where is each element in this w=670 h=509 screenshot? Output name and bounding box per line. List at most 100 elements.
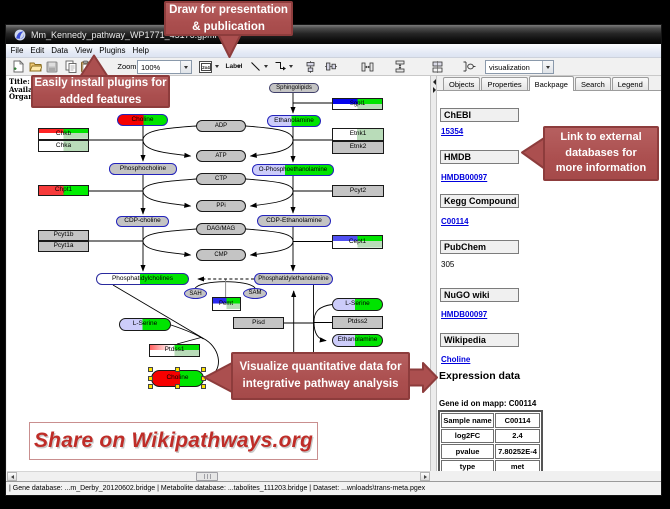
tab-legend[interactable]: Legend bbox=[611, 77, 649, 90]
pathway-node-chkb[interactable]: Chkb bbox=[38, 128, 89, 140]
pathway-node-l-serine[interactable]: L-Serine bbox=[332, 298, 383, 311]
pathway-node-ptdss1[interactable]: Ptdss1 bbox=[149, 344, 200, 357]
tab-search[interactable]: Search bbox=[574, 77, 611, 90]
splitpane-divider[interactable] bbox=[430, 76, 437, 471]
pathway-node-sgpl1[interactable]: Sgpl1 bbox=[332, 97, 383, 110]
scrollbar-thumb[interactable] bbox=[196, 472, 218, 481]
pathway-node-phosphocholine[interactable]: Phosphocholine bbox=[109, 163, 177, 175]
pathway-node-dag-mag[interactable]: DAG/MAG bbox=[196, 223, 246, 235]
distribute-vertical-button[interactable] bbox=[393, 59, 407, 74]
pathway-node-pemt[interactable]: Pemt bbox=[211, 297, 241, 311]
distribute-horizontal-button[interactable] bbox=[360, 59, 374, 74]
menu-data[interactable]: Data bbox=[51, 45, 69, 55]
label-tool-button[interactable]: Label bbox=[225, 63, 243, 70]
pathway-node-adp[interactable]: ADP bbox=[196, 120, 246, 132]
arrow-right-icon bbox=[423, 474, 427, 479]
pathway-node-cdp-ethanolamine[interactable]: CDP-Ethanolamine bbox=[257, 215, 331, 227]
pathway-node-sam[interactable]: SAM bbox=[243, 287, 267, 299]
scroll-left-button[interactable] bbox=[7, 472, 17, 481]
pathway-node-phosphatidylcholines[interactable]: Phosphatidylcholines bbox=[96, 273, 189, 285]
selection-handle[interactable] bbox=[148, 375, 153, 381]
zoom-dropdown-button[interactable] bbox=[180, 61, 191, 73]
connector-tool-button[interactable] bbox=[273, 59, 286, 74]
pathway-node-cmp[interactable]: CMP bbox=[196, 249, 246, 261]
paste-button[interactable] bbox=[79, 59, 92, 74]
pathway-node-ptdss2[interactable]: Ptdss2 bbox=[332, 316, 383, 329]
arrow-left-icon bbox=[10, 474, 14, 479]
chevron-down-icon bbox=[546, 65, 550, 69]
pathway-node-etnk2[interactable]: Etnk2 bbox=[332, 141, 384, 154]
backpage-section-kegg-compound: Kegg Compound bbox=[440, 193, 519, 208]
line-tool-button[interactable] bbox=[249, 59, 261, 74]
backpage-link-hmdb[interactable]: HMDB00097 bbox=[441, 172, 488, 182]
selection-handle[interactable] bbox=[148, 367, 153, 372]
selection-handle[interactable] bbox=[174, 384, 180, 389]
pathway-node-choline[interactable]: Choline bbox=[117, 114, 168, 126]
copy-button[interactable] bbox=[64, 59, 78, 74]
pathway-node-phosphatidylethanolamine[interactable]: Phosphatidylethanolamine bbox=[254, 273, 333, 285]
zoom-combobox[interactable]: 100% bbox=[137, 60, 192, 74]
titlebar[interactable]: Mm_Kennedy_pathway_WP1771_45176.gpml bbox=[6, 25, 661, 44]
selection-handle[interactable] bbox=[148, 384, 153, 389]
visualization-dropdown-button[interactable] bbox=[542, 61, 553, 73]
menu-help[interactable]: Help bbox=[132, 45, 149, 55]
collapse-left-icon[interactable] bbox=[432, 79, 436, 85]
new-file-button[interactable] bbox=[11, 59, 25, 74]
collapse-right-icon[interactable] bbox=[432, 87, 436, 93]
line-dropdown[interactable] bbox=[262, 59, 270, 74]
paste-icon bbox=[81, 60, 90, 73]
backpage-link-nugo-wiki[interactable]: HMDB00097 bbox=[441, 310, 488, 319]
pathway-node-ctp[interactable]: CTP bbox=[196, 173, 246, 185]
menu-edit[interactable]: Edit bbox=[30, 45, 45, 55]
backpage-link-wikipedia[interactable]: Choline bbox=[441, 355, 471, 364]
pathway-node-pcyt2[interactable]: Pcyt2 bbox=[332, 185, 384, 197]
pathway-node-ethanolamine[interactable]: Ethanolamine bbox=[332, 334, 383, 347]
pathway-node-pisd[interactable]: Pisd bbox=[233, 317, 284, 329]
pathway-node-pcyt1a[interactable]: Pcyt1a bbox=[38, 241, 89, 252]
pathway-node-o-phosphoethanolamine[interactable]: O-Phosphoethanolamine bbox=[252, 164, 334, 176]
pathway-node-sphingolipids[interactable]: Sphingolipids bbox=[269, 83, 319, 93]
selection-handle[interactable] bbox=[201, 384, 206, 389]
pathway-node-cdp-choline[interactable]: CDP-choline bbox=[116, 216, 169, 227]
pathway-node-ethanolamine[interactable]: Ethanolamine bbox=[267, 115, 321, 127]
pathway-node-atp[interactable]: ATP bbox=[196, 150, 246, 162]
pathway-node-l-serine[interactable]: L-Serine bbox=[119, 318, 171, 331]
align-center-icon bbox=[306, 60, 315, 73]
pathway-node-etnk1[interactable]: Etnk1 bbox=[332, 128, 384, 141]
selection-handle[interactable] bbox=[201, 375, 206, 381]
pathway-node-ppi[interactable]: PPi bbox=[196, 200, 246, 212]
zoom-label: Zoom: bbox=[117, 62, 139, 71]
align-center-button[interactable] bbox=[304, 59, 317, 74]
pathway-canvas[interactable]: Title: Availability: Organism: bbox=[7, 76, 430, 471]
selection-handle[interactable] bbox=[174, 367, 180, 372]
tab-backpage[interactable]: Backpage bbox=[528, 76, 574, 91]
pathway-node-pcyt1b[interactable]: Pcyt1b bbox=[38, 230, 89, 241]
pathway-node-cept1[interactable]: Cept1 bbox=[332, 235, 383, 249]
visualization-combobox[interactable]: visualization bbox=[485, 60, 554, 74]
callout-visualize: Visualize quantitative data for integrat… bbox=[231, 352, 410, 400]
menu-view[interactable]: View bbox=[75, 45, 93, 55]
save-button[interactable] bbox=[45, 59, 59, 74]
tab-properties[interactable]: Properties bbox=[481, 77, 528, 90]
pathway-node-chka[interactable]: Chka bbox=[38, 140, 89, 152]
canvas-horizontal-scrollbar[interactable] bbox=[7, 471, 430, 481]
label-dropdown[interactable] bbox=[235, 59, 243, 74]
datanode-tool-button[interactable]: 2x4 bbox=[199, 60, 212, 73]
backpage-link-chebi[interactable]: 15354 bbox=[441, 127, 464, 136]
tab-objects[interactable]: Objects bbox=[443, 77, 481, 90]
export-button[interactable] bbox=[461, 59, 476, 74]
menu-plugins[interactable]: Plugins bbox=[99, 45, 126, 55]
align-middle-button[interactable] bbox=[324, 59, 337, 74]
open-button[interactable] bbox=[28, 59, 43, 74]
scroll-right-button[interactable] bbox=[420, 472, 430, 481]
pathway-node-sah[interactable]: SAH bbox=[184, 288, 207, 299]
pathway-node-chpt1[interactable]: Chpt1 bbox=[38, 185, 89, 196]
connector-dropdown[interactable] bbox=[287, 59, 295, 74]
datanode-dropdown[interactable] bbox=[213, 59, 221, 74]
stack-button[interactable] bbox=[430, 59, 445, 74]
menu-file[interactable]: File bbox=[10, 45, 24, 55]
toolbar: Zoom: 100% 2x4 Label bbox=[6, 58, 661, 76]
chevron-down-icon bbox=[237, 65, 241, 68]
selection-handle[interactable] bbox=[201, 367, 206, 372]
backpage-link-kegg-compound[interactable]: C00114 bbox=[441, 216, 469, 226]
